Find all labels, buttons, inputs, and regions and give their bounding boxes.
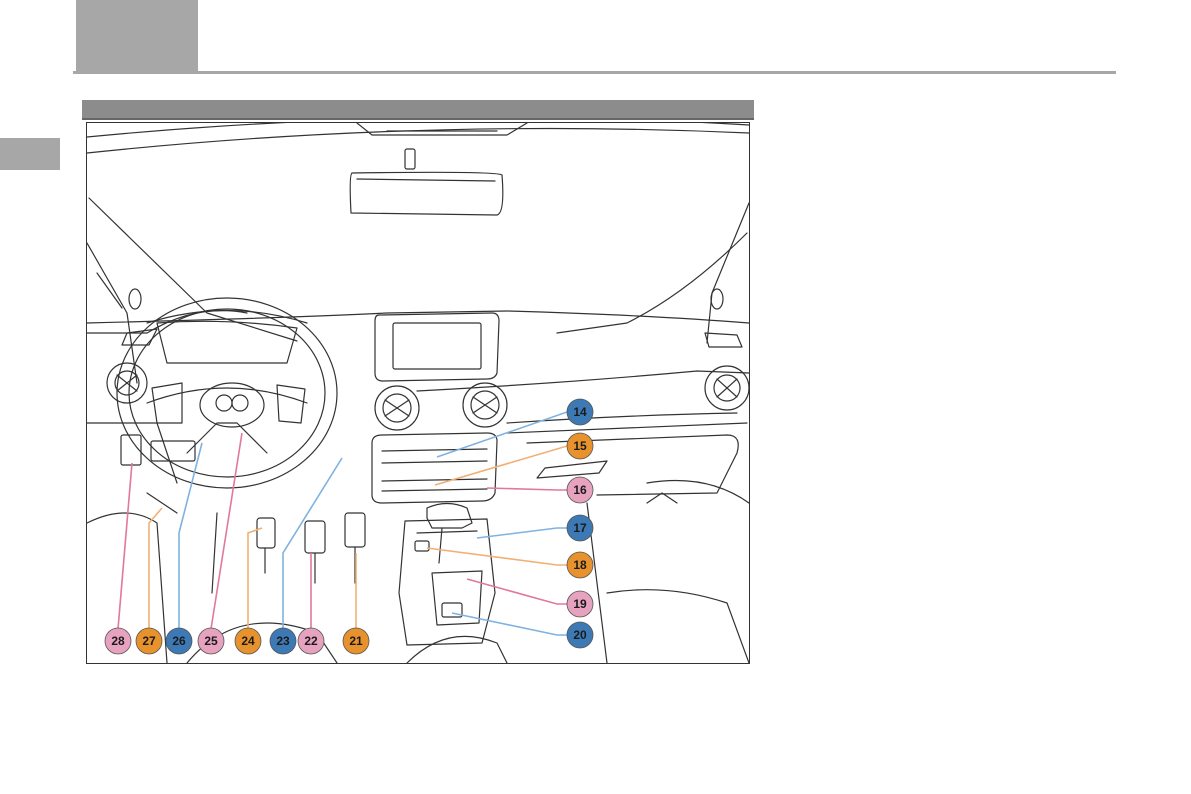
callout-number: 14 xyxy=(573,405,587,419)
callout-number: 25 xyxy=(204,634,218,648)
callout-number: 17 xyxy=(573,521,587,535)
callout-number: 28 xyxy=(111,634,125,648)
callout-19: 19 xyxy=(467,579,593,617)
callout-18: 18 xyxy=(427,548,593,578)
callout-leader-line xyxy=(248,528,262,629)
callout-leader-line xyxy=(427,548,580,565)
callout-number: 18 xyxy=(573,558,587,572)
callout-number: 15 xyxy=(573,439,587,453)
callout-number: 26 xyxy=(172,634,186,648)
callout-number: 23 xyxy=(276,634,290,648)
callout-23: 23 xyxy=(270,458,342,654)
callout-number: 16 xyxy=(573,483,587,497)
callout-22: 22 xyxy=(298,553,324,654)
callout-16: 16 xyxy=(487,477,593,503)
callout-number: 22 xyxy=(304,634,318,648)
callout-number: 19 xyxy=(573,597,587,611)
header-tab xyxy=(76,0,198,72)
callout-15: 15 xyxy=(435,433,593,485)
callout-leader-line xyxy=(118,463,132,629)
callout-28: 28 xyxy=(105,463,132,654)
callout-21: 21 xyxy=(343,553,369,654)
dashboard-drawing: 14 15 16 17 18 19 20 21 22 23 24 25 26 27 28 xyxy=(87,123,749,663)
callout-leader-line xyxy=(283,458,342,629)
callout-leader-line xyxy=(477,528,580,538)
callout-number: 24 xyxy=(241,634,255,648)
callout-leader-line xyxy=(487,488,580,490)
callout-leader-line xyxy=(435,446,580,485)
header-rule xyxy=(73,71,1116,74)
section-bar xyxy=(82,100,754,120)
callout-leader-line xyxy=(452,613,580,635)
callout-leader-line xyxy=(467,579,580,604)
callout-leader-line xyxy=(437,412,580,457)
dashboard-illustration: 14 15 16 17 18 19 20 21 22 23 24 25 26 27 28 xyxy=(86,122,750,664)
callout-number: 27 xyxy=(142,634,156,648)
callout-25: 25 xyxy=(198,433,242,654)
callout-27: 27 xyxy=(136,508,162,654)
callout-number: 20 xyxy=(573,628,587,642)
callout-17: 17 xyxy=(477,515,593,541)
side-tab xyxy=(0,138,60,170)
callout-number: 21 xyxy=(349,634,363,648)
